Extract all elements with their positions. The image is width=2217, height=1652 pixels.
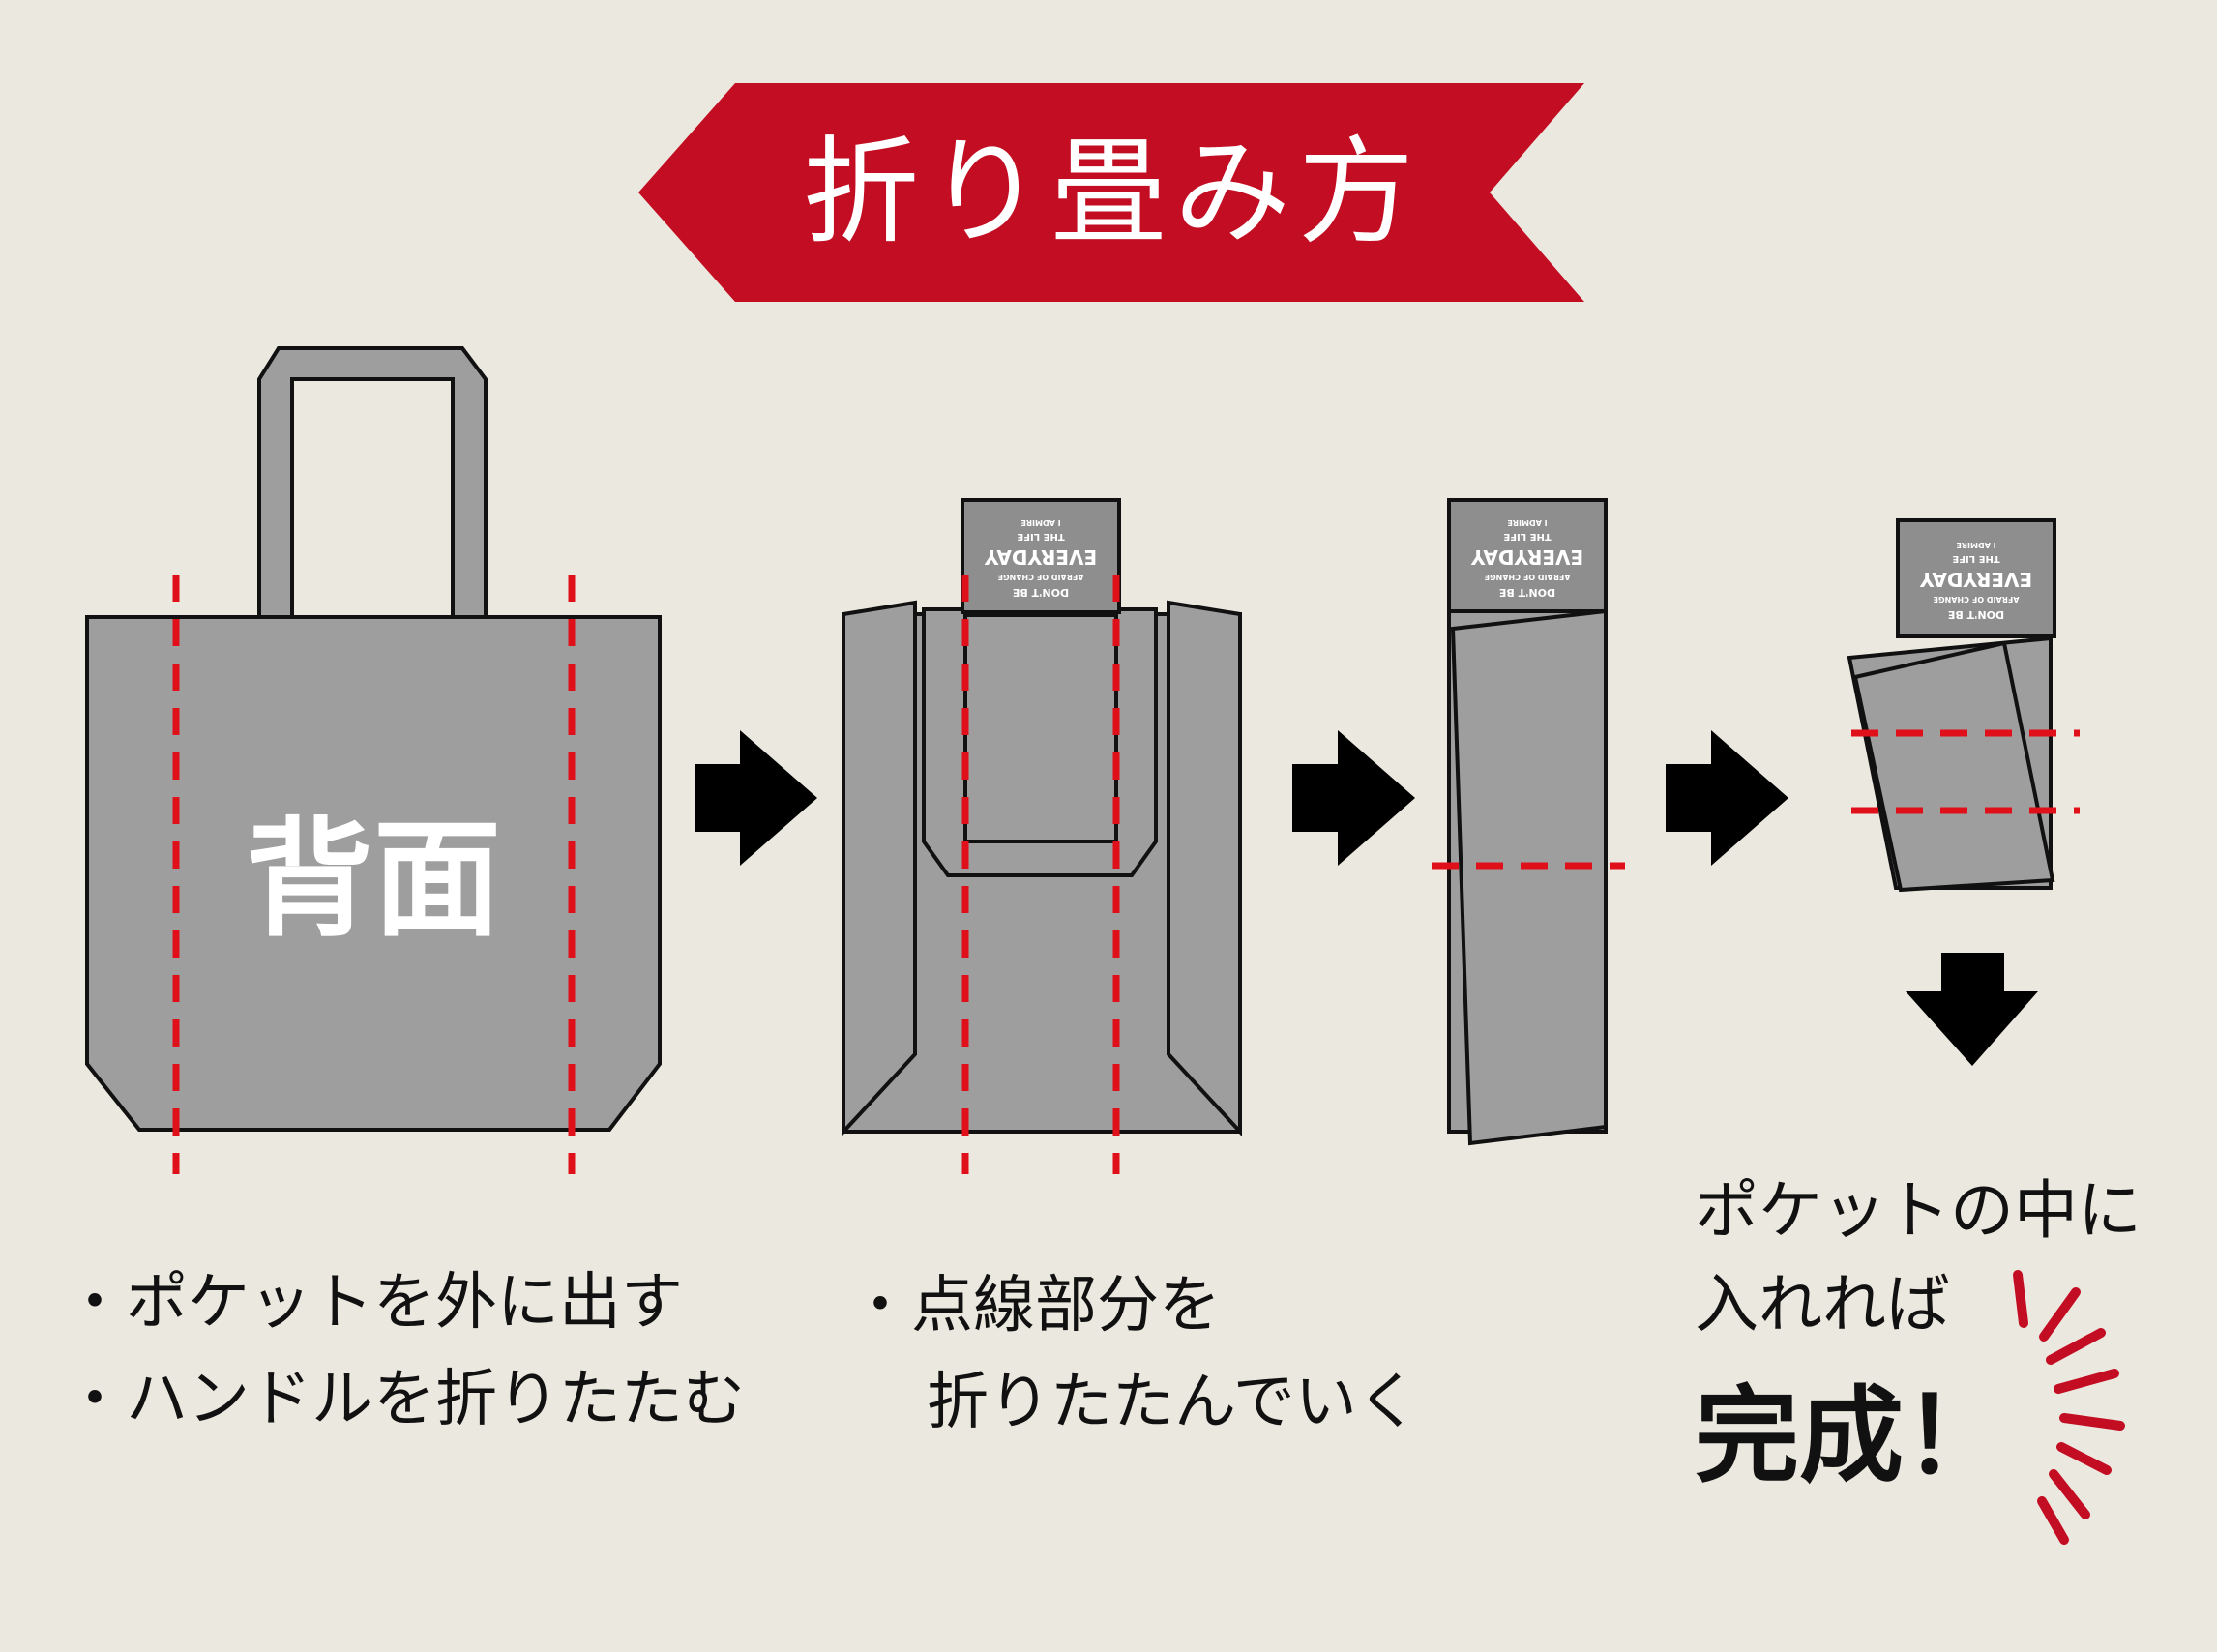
strip-front xyxy=(1450,608,1608,1146)
pocket xyxy=(1447,498,1608,613)
right-side-flap xyxy=(1167,600,1242,1137)
title-banner: 折り畳み方 xyxy=(638,83,1584,302)
finish-line-1: ポケットの中に xyxy=(1695,1173,2142,1248)
pocket-print-line: THE LIFE xyxy=(1952,553,1999,564)
tote-body xyxy=(85,615,662,1132)
pocket-print-line: DON'T BE xyxy=(1499,586,1555,599)
finish-emphasis: 完成！ xyxy=(1695,1376,2009,1497)
back-label: 背面 xyxy=(246,806,501,955)
pocket-print-line: AFRAID OF CHANGE xyxy=(998,573,1084,581)
arrow-right-icon xyxy=(1666,730,1788,866)
pocket-print-line: DON'T BE xyxy=(1948,608,2004,621)
arrow-right-icon xyxy=(695,730,817,866)
fold-line-group-1 xyxy=(172,575,576,1174)
arrow-down-icon xyxy=(1906,953,2038,1066)
title-banner-shape xyxy=(638,83,1584,302)
step2-note-2: 折りたたんでいく xyxy=(927,1367,1419,1438)
pocket-print-line: THE LIFE xyxy=(1503,531,1551,542)
tote-handle xyxy=(257,346,488,621)
tote-bag-back: 背面 xyxy=(85,346,662,1174)
pocket-print: DON'T BE AFRAID OF CHANGE EVERYDAY THE L… xyxy=(984,518,1097,599)
pocket-print-line: EVERYDAY xyxy=(1919,568,2032,591)
pocket-print-line: AFRAID OF CHANGE xyxy=(1485,573,1571,581)
pocket-print-line: EVERYDAY xyxy=(984,546,1097,569)
pocket-print: DON'T BE AFRAID OF CHANGE EVERYDAY THE L… xyxy=(1919,541,2032,621)
burst-icon xyxy=(2013,1270,2125,1545)
tote-step-4: DON'T BE AFRAID OF CHANGE EVERYDAY THE L… xyxy=(1847,518,2080,893)
pocket-print-line: DON'T BE xyxy=(1013,586,1069,599)
step2-note-1: ・点線部分を xyxy=(849,1270,1221,1342)
pocket xyxy=(1896,518,2056,638)
left-side-flap xyxy=(842,600,917,1137)
pocket-print-line: AFRAID OF CHANGE xyxy=(1934,595,2020,604)
fold-line-group-4 xyxy=(1851,729,2080,814)
step1-note-1: ・ポケットを外に出す xyxy=(64,1267,683,1339)
arrow-right-icon xyxy=(1292,730,1415,866)
pocket-print-line: I ADMIRE xyxy=(1507,518,1547,527)
pocket-print-line: I ADMIRE xyxy=(1020,518,1060,527)
tote-step-2: DON'T BE AFRAID OF CHANGE EVERYDAY THE L… xyxy=(842,498,1242,1174)
pocket xyxy=(961,498,1121,614)
tote-step-3: DON'T BE AFRAID OF CHANGE EVERYDAY THE L… xyxy=(1432,498,1625,1146)
title-text: 折り畳み方 xyxy=(803,126,1422,260)
fold-line-group-2 xyxy=(961,575,1120,1174)
pocket-print-line: EVERYDAY xyxy=(1470,546,1583,569)
pocket-print-line: THE LIFE xyxy=(1017,531,1064,542)
step1-note-2: ・ハンドルを折りたたむ xyxy=(64,1364,745,1435)
folded-strip-front xyxy=(1852,640,2055,893)
pocket-print-line: I ADMIRE xyxy=(1956,541,1995,549)
finish-line-2: 入れれば xyxy=(1695,1267,1950,1342)
pocket-print: DON'T BE AFRAID OF CHANGE EVERYDAY THE L… xyxy=(1470,518,1583,599)
